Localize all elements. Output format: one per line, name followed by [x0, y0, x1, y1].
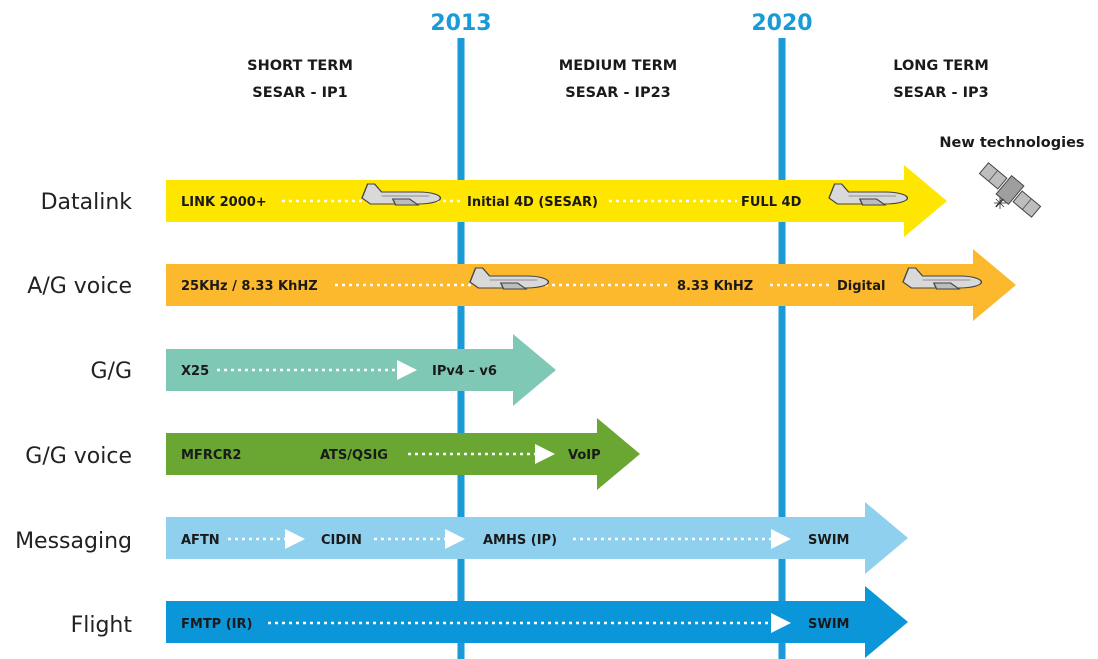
phase-short-title: SHORT TERM: [247, 58, 353, 74]
gg-voice-item-mfrcr2: MFRCR2: [181, 448, 241, 463]
row-label-ag-voice: A/G voice: [27, 274, 132, 299]
ag-voice-item-digital: Digital: [837, 279, 885, 294]
satellite-icon: [978, 162, 1042, 218]
gg-item-ipv4: IPv4 – v6: [432, 364, 497, 379]
satellite-spark-icon: [994, 197, 1006, 209]
messaging-item-amhs: AMHS (IP): [483, 533, 557, 548]
gg-item-x25: X25: [181, 364, 209, 379]
messaging-item-aftn: AFTN: [181, 533, 220, 548]
arrow-datalink: [166, 165, 947, 237]
arrow-gg-voice: [166, 418, 640, 490]
ag-voice-item-833: 8.33 KhHZ: [677, 279, 753, 294]
year-2013-label: 2013: [430, 11, 491, 36]
gg-voice-item-atsqsig: ATS/QSIG: [320, 448, 388, 463]
messaging-item-cidin: CIDIN: [321, 533, 362, 548]
row-label-flight: Flight: [71, 613, 133, 638]
arrow-messaging: [166, 502, 908, 574]
arrow-ag-voice: [166, 249, 1016, 321]
row-label-datalink: Datalink: [41, 190, 133, 215]
flight-item-fmtp: FMTP (IR): [181, 617, 252, 632]
datalink-item-full4d: FULL 4D: [741, 195, 802, 210]
messaging-item-swim: SWIM: [808, 533, 849, 548]
arrow-gg: [166, 334, 556, 406]
datalink-item-initial4d: Initial 4D (SESAR): [467, 195, 598, 210]
ag-voice-item-25khz: 25KHz / 8.33 KhHZ: [181, 279, 318, 294]
flight-item-swim: SWIM: [808, 617, 849, 632]
phase-long-subtitle: SESAR - IP3: [893, 85, 988, 101]
row-label-gg-voice: G/G voice: [25, 444, 132, 469]
datalink-item-link2000: LINK 2000+: [181, 195, 267, 210]
new-technologies-label: New technologies: [939, 135, 1084, 151]
row-label-messaging: Messaging: [15, 529, 132, 554]
phase-medium-title: MEDIUM TERM: [559, 58, 677, 74]
row-label-gg: G/G: [90, 359, 132, 384]
year-2020-label: 2020: [751, 11, 812, 36]
phase-short-subtitle: SESAR - IP1: [252, 85, 347, 101]
gg-voice-item-voip: VoIP: [568, 448, 601, 463]
phase-long-title: LONG TERM: [893, 58, 989, 74]
phase-medium-subtitle: SESAR - IP23: [565, 85, 671, 101]
